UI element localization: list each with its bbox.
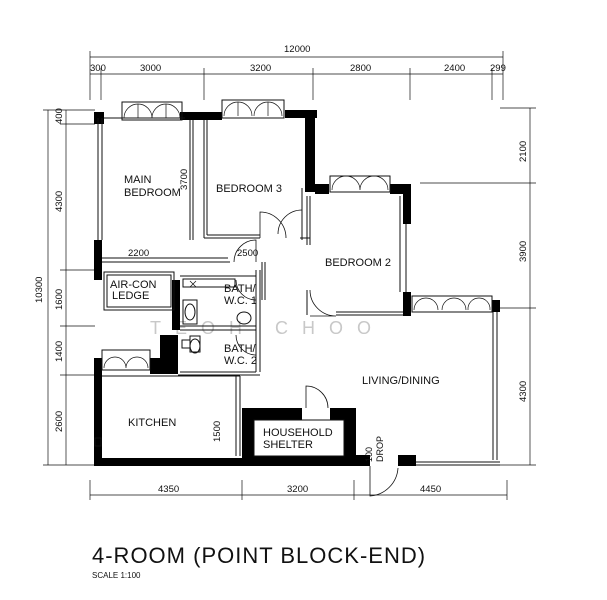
label-bath1-1: BATH/ (224, 283, 257, 295)
watermark: TEOH CHOO (150, 318, 385, 338)
label-living-dining: LIVING/DINING (362, 375, 440, 387)
label-aircon-2: LEDGE (112, 290, 149, 302)
dim-inner-2500: 2500 (237, 248, 258, 259)
dim-left-400: 400 (54, 108, 65, 124)
plan-title: 4-ROOM (POINT BLOCK-END) (92, 543, 426, 568)
label-main-bedroom-2: BEDROOM (124, 187, 181, 199)
dim-right-2100: 2100 (518, 141, 529, 162)
dim-top-2800: 2800 (350, 63, 371, 74)
label-aircon-1: AIR-CON (110, 279, 157, 291)
dim-inner-3700: 3700 (179, 169, 190, 190)
label-bath1-2: W.C. 1 (224, 295, 257, 307)
dim-left-total: 10300 (34, 277, 45, 303)
label-main-bedroom-1: MAIN (124, 174, 152, 186)
dim-bottom-3200: 3200 (287, 484, 308, 495)
label-kitchen: KITCHEN (128, 417, 176, 429)
dim-left-1400: 1400 (54, 341, 65, 362)
fixtures (94, 278, 252, 447)
label-shelter-2: SHELTER (263, 439, 313, 451)
dim-right-4300: 4300 (518, 381, 529, 402)
dim-top-3200: 3200 (250, 63, 271, 74)
dim-inner-1500: 1500 (212, 421, 223, 442)
dim-bottom-4450: 4450 (420, 484, 441, 495)
dim-inner-2200: 2200 (128, 248, 149, 259)
label-drop-1: 100 (364, 447, 374, 462)
dim-left-2600: 2600 (54, 411, 65, 432)
dim-top-299: 299 (490, 63, 506, 74)
label-drop-2: DROP (375, 436, 385, 462)
doors (233, 209, 399, 497)
inner-dimensions: 3700 2200 2500 1500 (128, 169, 258, 442)
label-bedroom-2: BEDROOM 2 (325, 257, 391, 269)
dim-bottom-4350: 4350 (158, 484, 179, 495)
label-bedroom-3: BEDROOM 3 (216, 183, 282, 195)
dim-left-1600: 1600 (54, 289, 65, 310)
dim-top-2400: 2400 (444, 63, 465, 74)
top-dimensions: 12000 300 3000 3200 2800 2400 299 (89, 44, 506, 100)
dim-top-300: 300 (90, 63, 106, 74)
dim-top-3000: 3000 (140, 63, 161, 74)
label-bath2-2: W.C. 2 (224, 355, 257, 367)
dim-left-4300: 4300 (54, 191, 65, 212)
dim-right-3900: 3900 (518, 241, 529, 262)
label-shelter-1: HOUSEHOLD (263, 427, 333, 439)
plan-scale: SCALE 1:100 (92, 571, 141, 580)
dim-top-total: 12000 (284, 44, 310, 55)
windows (101, 99, 493, 371)
bottom-dimensions: 4350 3200 4450 (89, 480, 508, 500)
label-bath2-1: BATH/ (224, 343, 257, 355)
room-labels: MAIN BEDROOM BEDROOM 3 BEDROOM 2 AIR-CON… (110, 174, 440, 462)
right-dimensions: 2100 3900 4300 (420, 107, 536, 466)
walls (94, 110, 500, 466)
left-dimensions: 10300 400 4300 1600 1400 2600 (34, 108, 95, 466)
